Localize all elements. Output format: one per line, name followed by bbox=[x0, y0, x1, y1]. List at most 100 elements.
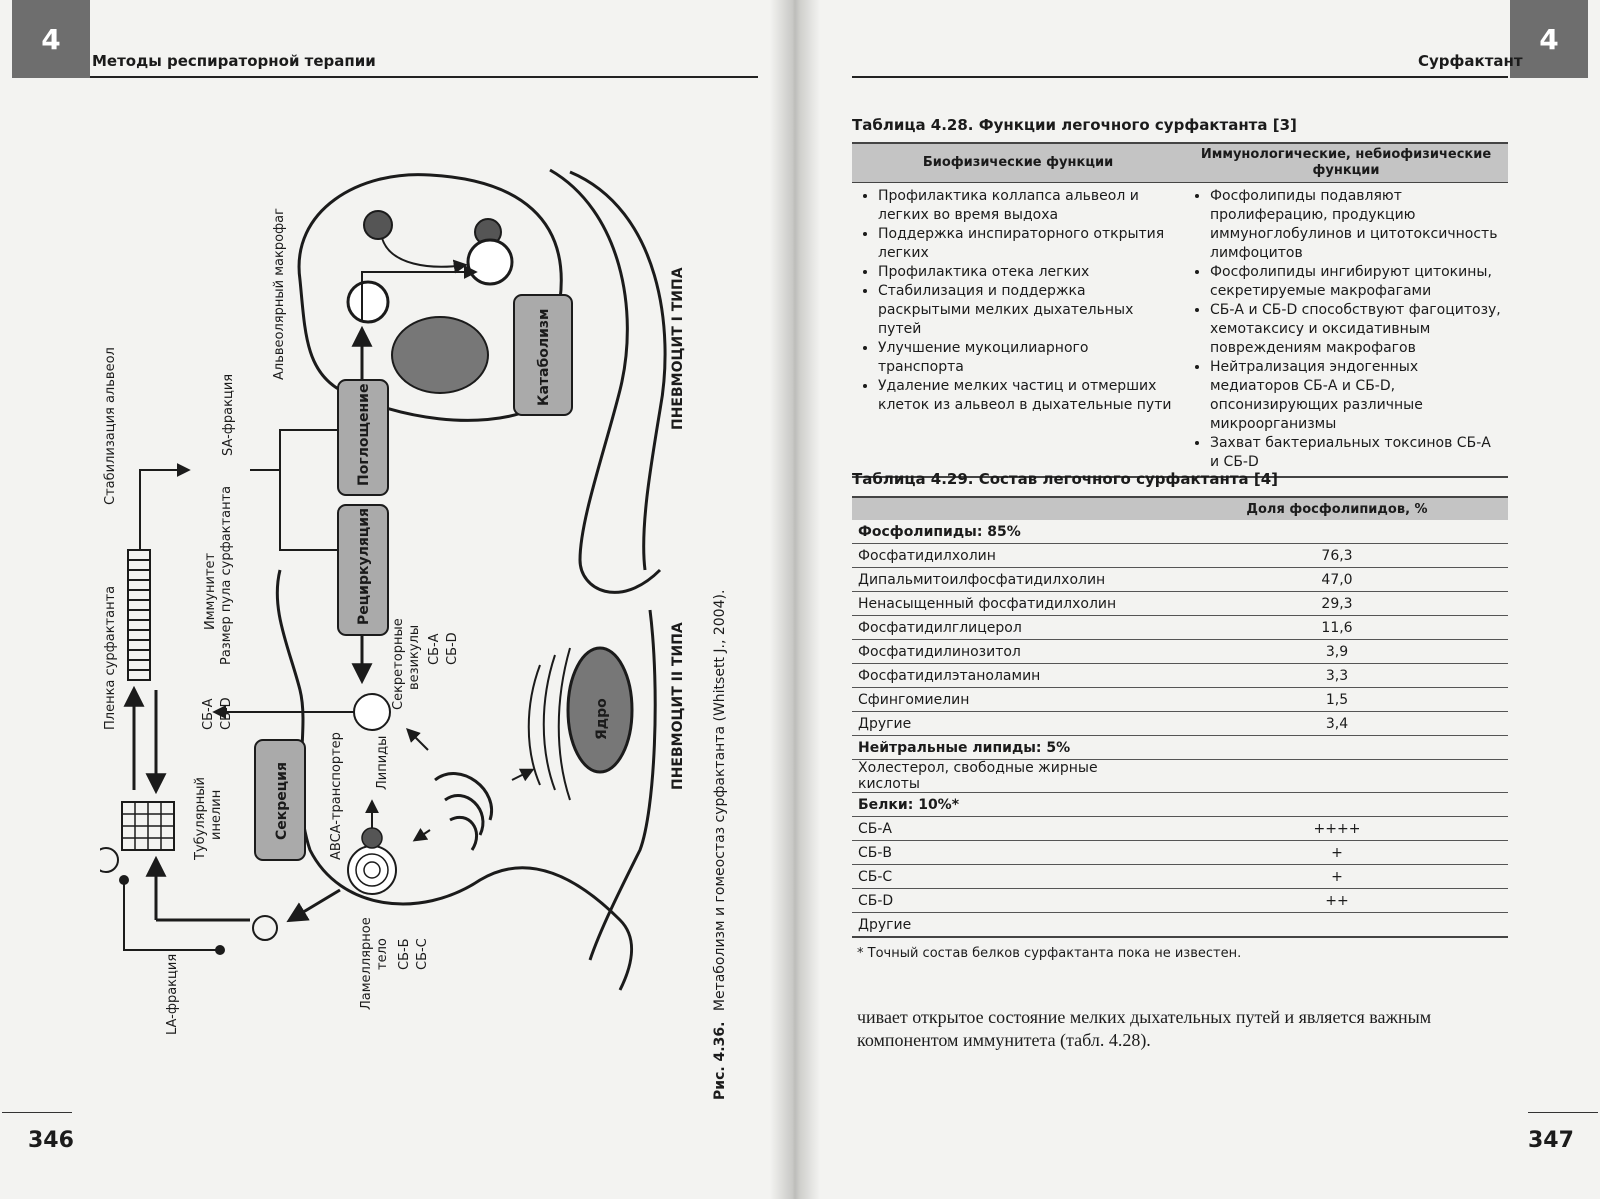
phagosome bbox=[348, 282, 388, 322]
recycling-label: Рециркуляция bbox=[356, 508, 372, 625]
secretory-vesicles-label-2: везикулы bbox=[407, 625, 422, 690]
row-label: СБ-А bbox=[852, 817, 1166, 841]
catabolism-label: Катаболизм bbox=[536, 309, 552, 407]
row-label: Холестерол, свободные жирные кислоты bbox=[852, 760, 1166, 793]
left-header-rule bbox=[90, 76, 758, 78]
stabilization-label: Стабилизация альвеол bbox=[103, 347, 118, 505]
body-paragraph: чивает открытое состояние мелких дыхател… bbox=[857, 1006, 1517, 1052]
secretory-vesicle bbox=[354, 694, 390, 730]
row-label: Другие bbox=[852, 913, 1166, 938]
table-row: Нейтральные липиды: 5% bbox=[852, 736, 1508, 760]
row-value: 3,4 bbox=[1166, 712, 1508, 736]
right-page-number: 347 bbox=[1528, 1128, 1574, 1153]
table-429-footnote: * Точный состав белков сурфактанта пока … bbox=[857, 946, 1241, 961]
row-value: 1,5 bbox=[1166, 688, 1508, 712]
book-gutter bbox=[770, 0, 820, 1199]
sa-fraction-label: SA-фракция bbox=[221, 374, 236, 456]
particle bbox=[364, 211, 392, 239]
list-item: Профилактика коллапса альвеол и легких в… bbox=[878, 187, 1178, 225]
list-item: Улучшение мукоцилиарного транспорта bbox=[878, 339, 1178, 377]
pneumocyte-1-outline bbox=[570, 172, 665, 570]
row-value: 3,3 bbox=[1166, 664, 1508, 688]
row-value bbox=[1166, 913, 1508, 938]
row-label: Фосфатидилхолин bbox=[852, 544, 1166, 568]
table-429-caption: Таблица 4.29. Состав легочного сурфактан… bbox=[852, 470, 1278, 488]
la-fraction-vesicle bbox=[100, 848, 118, 872]
table-row: СБ-А++++ bbox=[852, 817, 1508, 841]
lb-sb-b-label: СБ-Б bbox=[397, 938, 412, 970]
row-value bbox=[1166, 760, 1508, 793]
pool-size-label: Размер пула сурфактанта bbox=[219, 486, 234, 665]
figure-caption: Рис. 4.36. Метаболизм и гомеостаз сурфак… bbox=[712, 590, 728, 1100]
left-page-number: 346 bbox=[28, 1128, 74, 1153]
row-value: ++ bbox=[1166, 889, 1508, 913]
table-row: Другие3,4 bbox=[852, 712, 1508, 736]
lamellar-body bbox=[348, 846, 396, 894]
figure-caption-number: Рис. 4.36. bbox=[712, 1022, 728, 1100]
lb-sb-c-label: СБ-С bbox=[415, 938, 430, 970]
row-value: 11,6 bbox=[1166, 616, 1508, 640]
row-value: 3,9 bbox=[1166, 640, 1508, 664]
list-item: Фосфолипиды подавляют пролиферацию, прод… bbox=[1210, 187, 1502, 263]
table-row: Фосфатидилэтаноламин3,3 bbox=[852, 664, 1508, 688]
lipids-label: Липиды bbox=[375, 736, 390, 790]
macrophage-label: Альвеолярный макрофаг bbox=[272, 208, 287, 380]
row-label: Сфингомиелин bbox=[852, 688, 1166, 712]
vesicle-sb-a-label: СБ-А bbox=[427, 633, 442, 665]
table-row: Фосфолипиды: 85% bbox=[852, 520, 1508, 544]
uptake-label: Поглощение bbox=[356, 384, 372, 486]
row-value: 47,0 bbox=[1166, 568, 1508, 592]
row-label: Белки: 10%* bbox=[852, 793, 1166, 817]
sb-a-label: СБ-А bbox=[201, 698, 216, 730]
table-row: СБ-С+ bbox=[852, 865, 1508, 889]
golgi bbox=[435, 774, 492, 850]
table-428-header-immunological: Иммунологические, небиофизические функци… bbox=[1184, 143, 1508, 183]
abca-transporter bbox=[362, 828, 382, 848]
tubular-myelin-label-2: инелин bbox=[209, 790, 224, 840]
row-label: СБ-В bbox=[852, 841, 1166, 865]
nucleus-label: Ядро bbox=[594, 698, 610, 740]
table-row: Ненасыщенный фосфатидилхолин29,3 bbox=[852, 592, 1508, 616]
row-value bbox=[1166, 736, 1508, 760]
vesicle-sb-d-label: СБ-D bbox=[445, 632, 460, 665]
row-label: Дипальмитоилфосфатидилхолин bbox=[852, 568, 1166, 592]
lamellar-body-label-1: Ламеллярное bbox=[359, 917, 374, 1010]
table-429-header-empty bbox=[852, 497, 1166, 520]
table-429: Доля фосфолипидов, % Фосфолипиды: 85%Фос… bbox=[852, 496, 1508, 938]
right-header-title: Сурфактант bbox=[1418, 52, 1523, 70]
table-428: Биофизические функции Иммунологические, … bbox=[852, 142, 1508, 478]
er-membrane bbox=[529, 648, 570, 800]
row-value: + bbox=[1166, 841, 1508, 865]
list-item: Профилактика отека легких bbox=[878, 263, 1178, 282]
figure-caption-text: Метаболизм и гомеостаз сурфактанта (Whit… bbox=[712, 590, 728, 1012]
immunological-list: Фосфолипиды подавляют пролиферацию, прод… bbox=[1190, 187, 1502, 472]
row-label: Фосфолипиды: 85% bbox=[852, 520, 1166, 544]
row-label: Нейтральные липиды: 5% bbox=[852, 736, 1166, 760]
list-item: Поддержка инспираторного открытия легких bbox=[878, 225, 1178, 263]
immunity-label: Иммунитет bbox=[203, 552, 218, 630]
row-label: Ненасыщенный фосфатидилхолин bbox=[852, 592, 1166, 616]
list-item: Нейтрализация эндогенных медиаторов СБ-А… bbox=[1210, 358, 1502, 434]
table-429-header-value: Доля фосфолипидов, % bbox=[1166, 497, 1508, 520]
table-row: Холестерол, свободные жирные кислоты bbox=[852, 760, 1508, 793]
list-item: Стабилизация и поддержка раскрытыми мелк… bbox=[878, 282, 1178, 339]
row-value: 29,3 bbox=[1166, 592, 1508, 616]
tubular-myelin-label-1: Тубулярный bbox=[193, 777, 208, 861]
table-428-cell-biophysical: Профилактика коллапса альвеол и легких в… bbox=[852, 183, 1184, 478]
row-value: 76,3 bbox=[1166, 544, 1508, 568]
table-428-caption: Таблица 4.28. Функции легочного сурфакта… bbox=[852, 116, 1297, 134]
row-label: СБ-С bbox=[852, 865, 1166, 889]
row-value bbox=[1166, 520, 1508, 544]
table-row: СБ-В+ bbox=[852, 841, 1508, 865]
secretion-label: Секреция bbox=[274, 762, 290, 840]
la-fraction-label: LA-фракция bbox=[165, 954, 180, 1035]
row-value bbox=[1166, 793, 1508, 817]
left-header-title: Методы респираторной терапии bbox=[92, 52, 376, 70]
left-footer-rule bbox=[2, 1112, 72, 1113]
macrophage-nucleus bbox=[392, 317, 488, 393]
phagosome bbox=[468, 240, 512, 284]
